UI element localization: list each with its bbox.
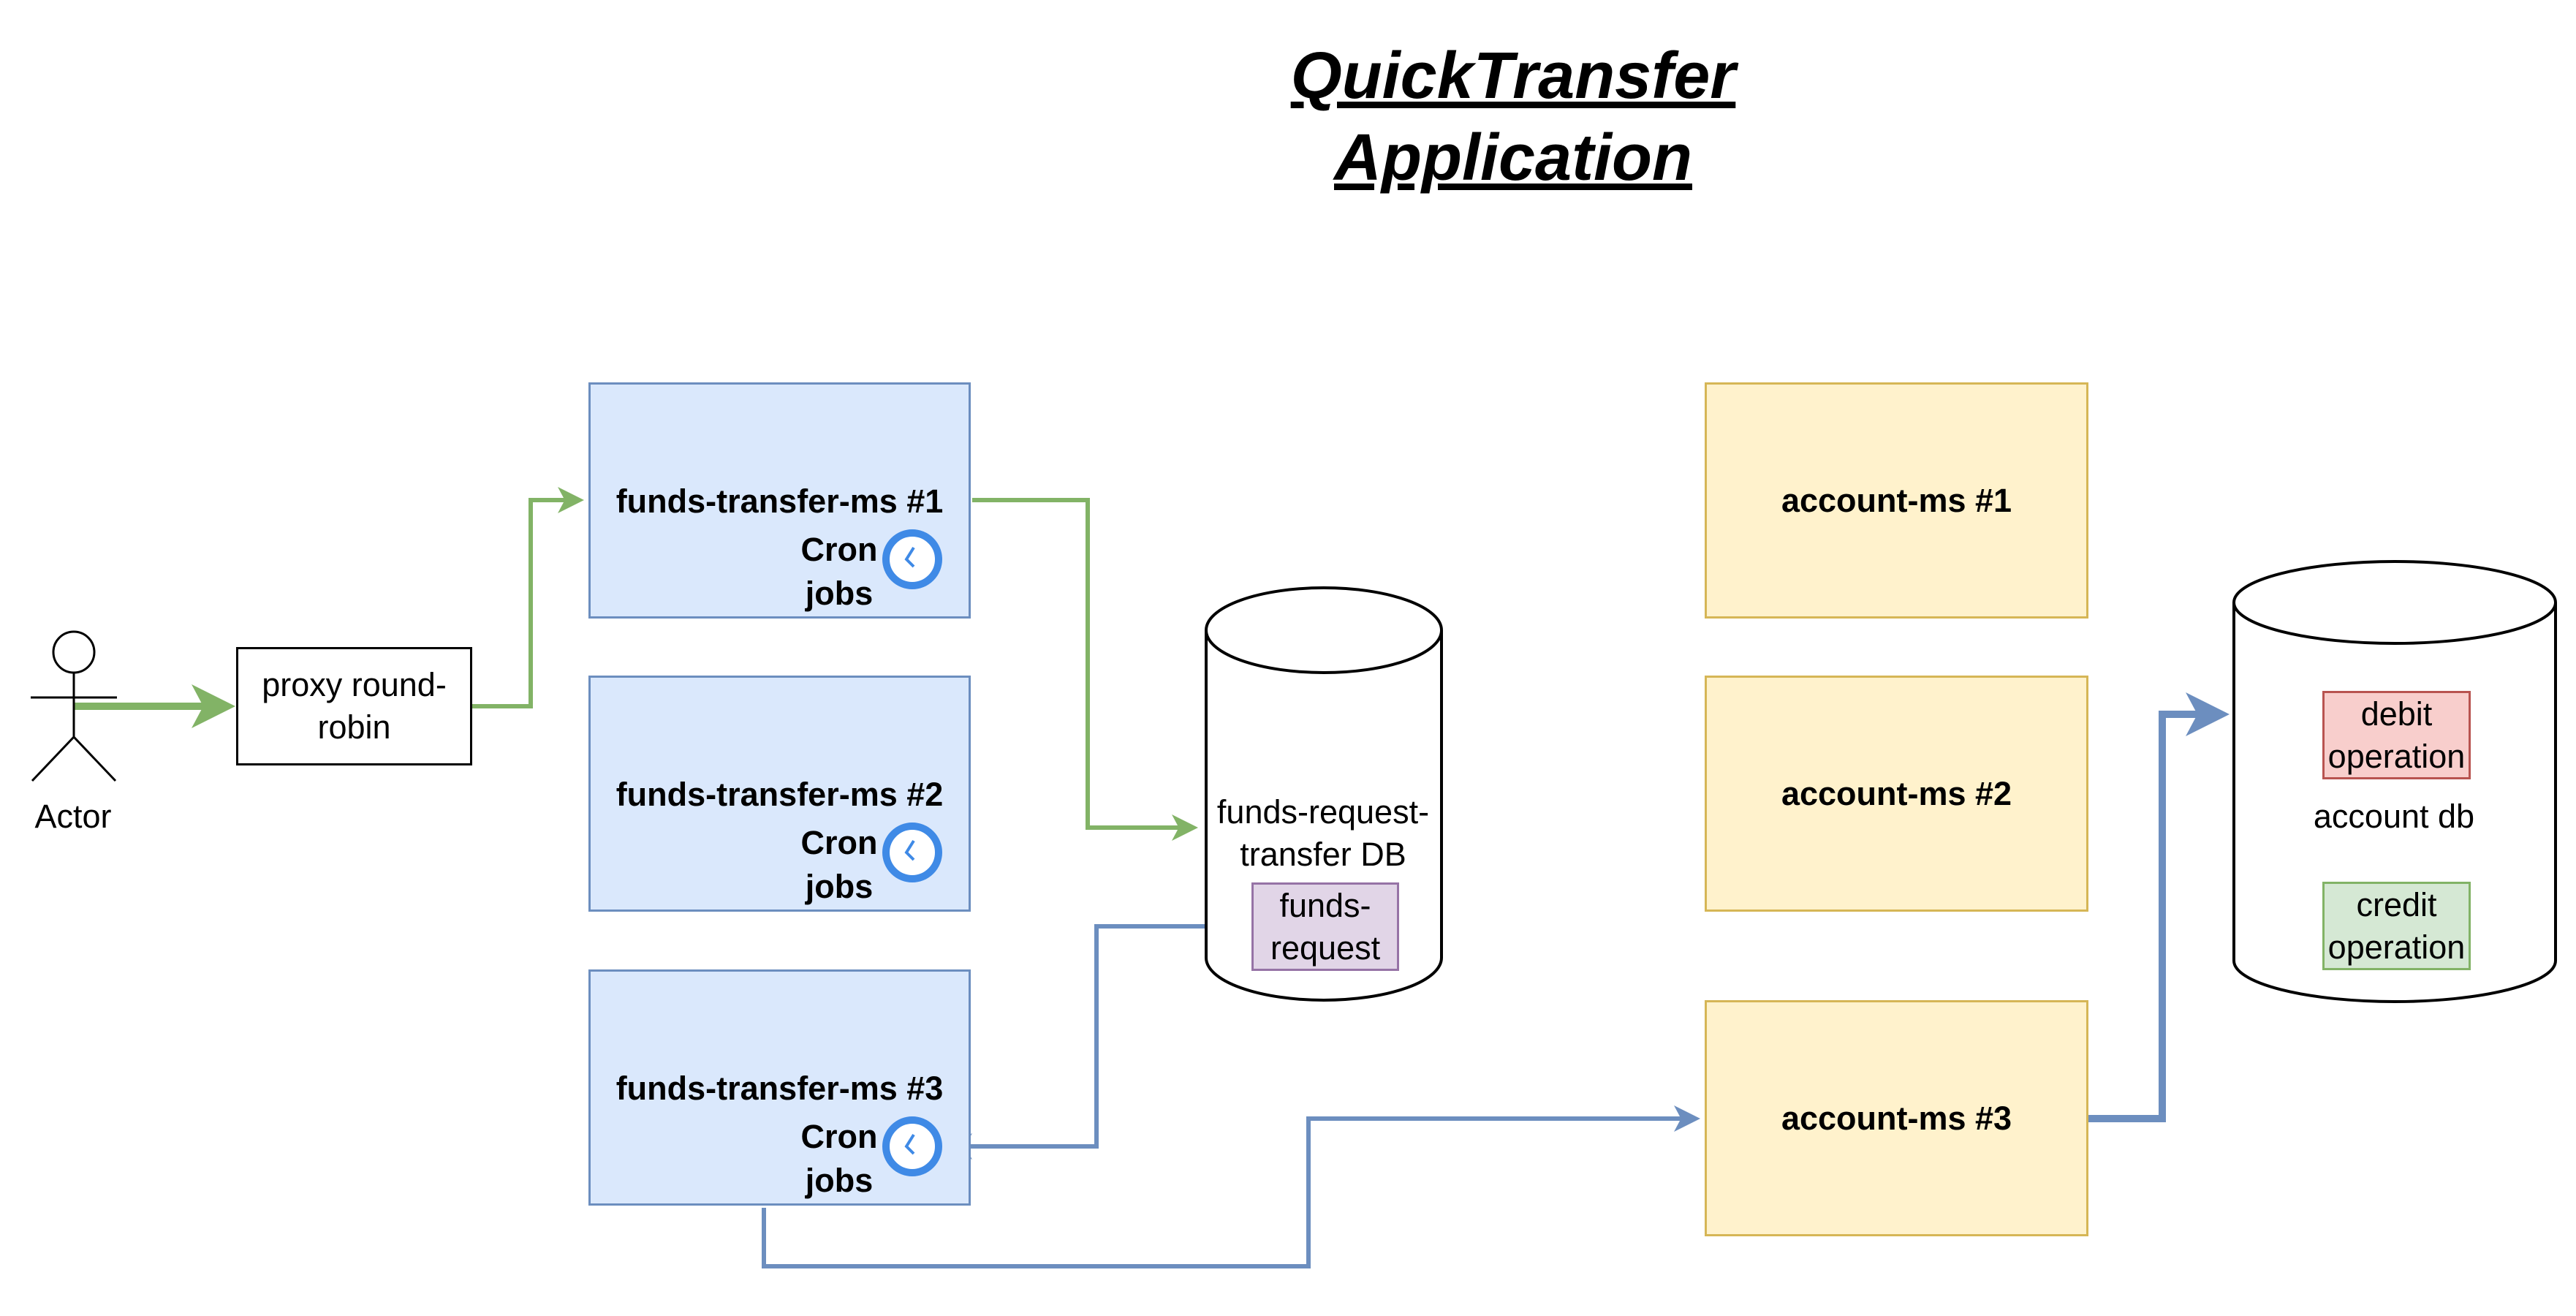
funds-transfer-ms-1[interactable]: funds-transfer-ms #1 Cron jobs <box>588 382 971 619</box>
clock-icon <box>882 529 942 589</box>
cron-jobs-label: Cron jobs <box>800 531 878 612</box>
service-title: account-ms #1 <box>1781 481 2012 519</box>
clock-icon <box>882 1116 942 1176</box>
edge-funds-ms-1-to-db <box>972 498 1198 841</box>
debit-operation[interactable]: debit operation <box>2322 691 2471 779</box>
edge-funds-request-to-cron-3 <box>946 924 1251 1160</box>
stick-figure-icon <box>31 630 117 782</box>
cron-jobs-label: Cron jobs <box>800 1118 878 1199</box>
account-ms-1[interactable]: account-ms #1 <box>1705 382 2088 619</box>
funds-request-label: funds-request <box>1270 886 1381 967</box>
proxy-round-robin[interactable]: proxy round-robin <box>236 647 472 765</box>
service-title: account-ms #2 <box>1781 774 2012 812</box>
account-db-label: account db <box>2313 798 2475 835</box>
service-title: funds-transfer-ms #1 <box>615 483 944 520</box>
edge-proxy-to-funds-ms-1 <box>471 487 584 708</box>
clock-icon <box>882 822 942 882</box>
service-title: funds-transfer-ms #3 <box>615 1070 944 1107</box>
account-ms-2[interactable]: account-ms #2 <box>1705 676 2088 912</box>
credit-operation-label: credit operation <box>2327 885 2466 966</box>
account-ms-3[interactable]: account-ms #3 <box>1705 1000 2088 1236</box>
diagram-title: QuickTransfer Application <box>1290 39 1736 194</box>
edge-funds-ms-3-to-account-ms-3 <box>762 1105 1700 1268</box>
edge-account-ms-3-to-account-db <box>2088 692 2230 1122</box>
actor-label: Actor <box>34 798 112 835</box>
debit-operation-label: debit operation <box>2327 695 2466 775</box>
funds-db-label: funds-request-transfer DB <box>1216 793 1430 873</box>
service-title: funds-transfer-ms #2 <box>615 776 944 813</box>
funds-request-table[interactable]: funds-request <box>1251 882 1399 971</box>
proxy-label: proxy round-robin <box>262 666 447 746</box>
credit-operation[interactable]: credit operation <box>2322 882 2471 970</box>
service-title: account-ms #3 <box>1781 1099 2012 1137</box>
cylinder-icon <box>2232 560 2557 1003</box>
cron-jobs-label: Cron jobs <box>800 824 878 905</box>
